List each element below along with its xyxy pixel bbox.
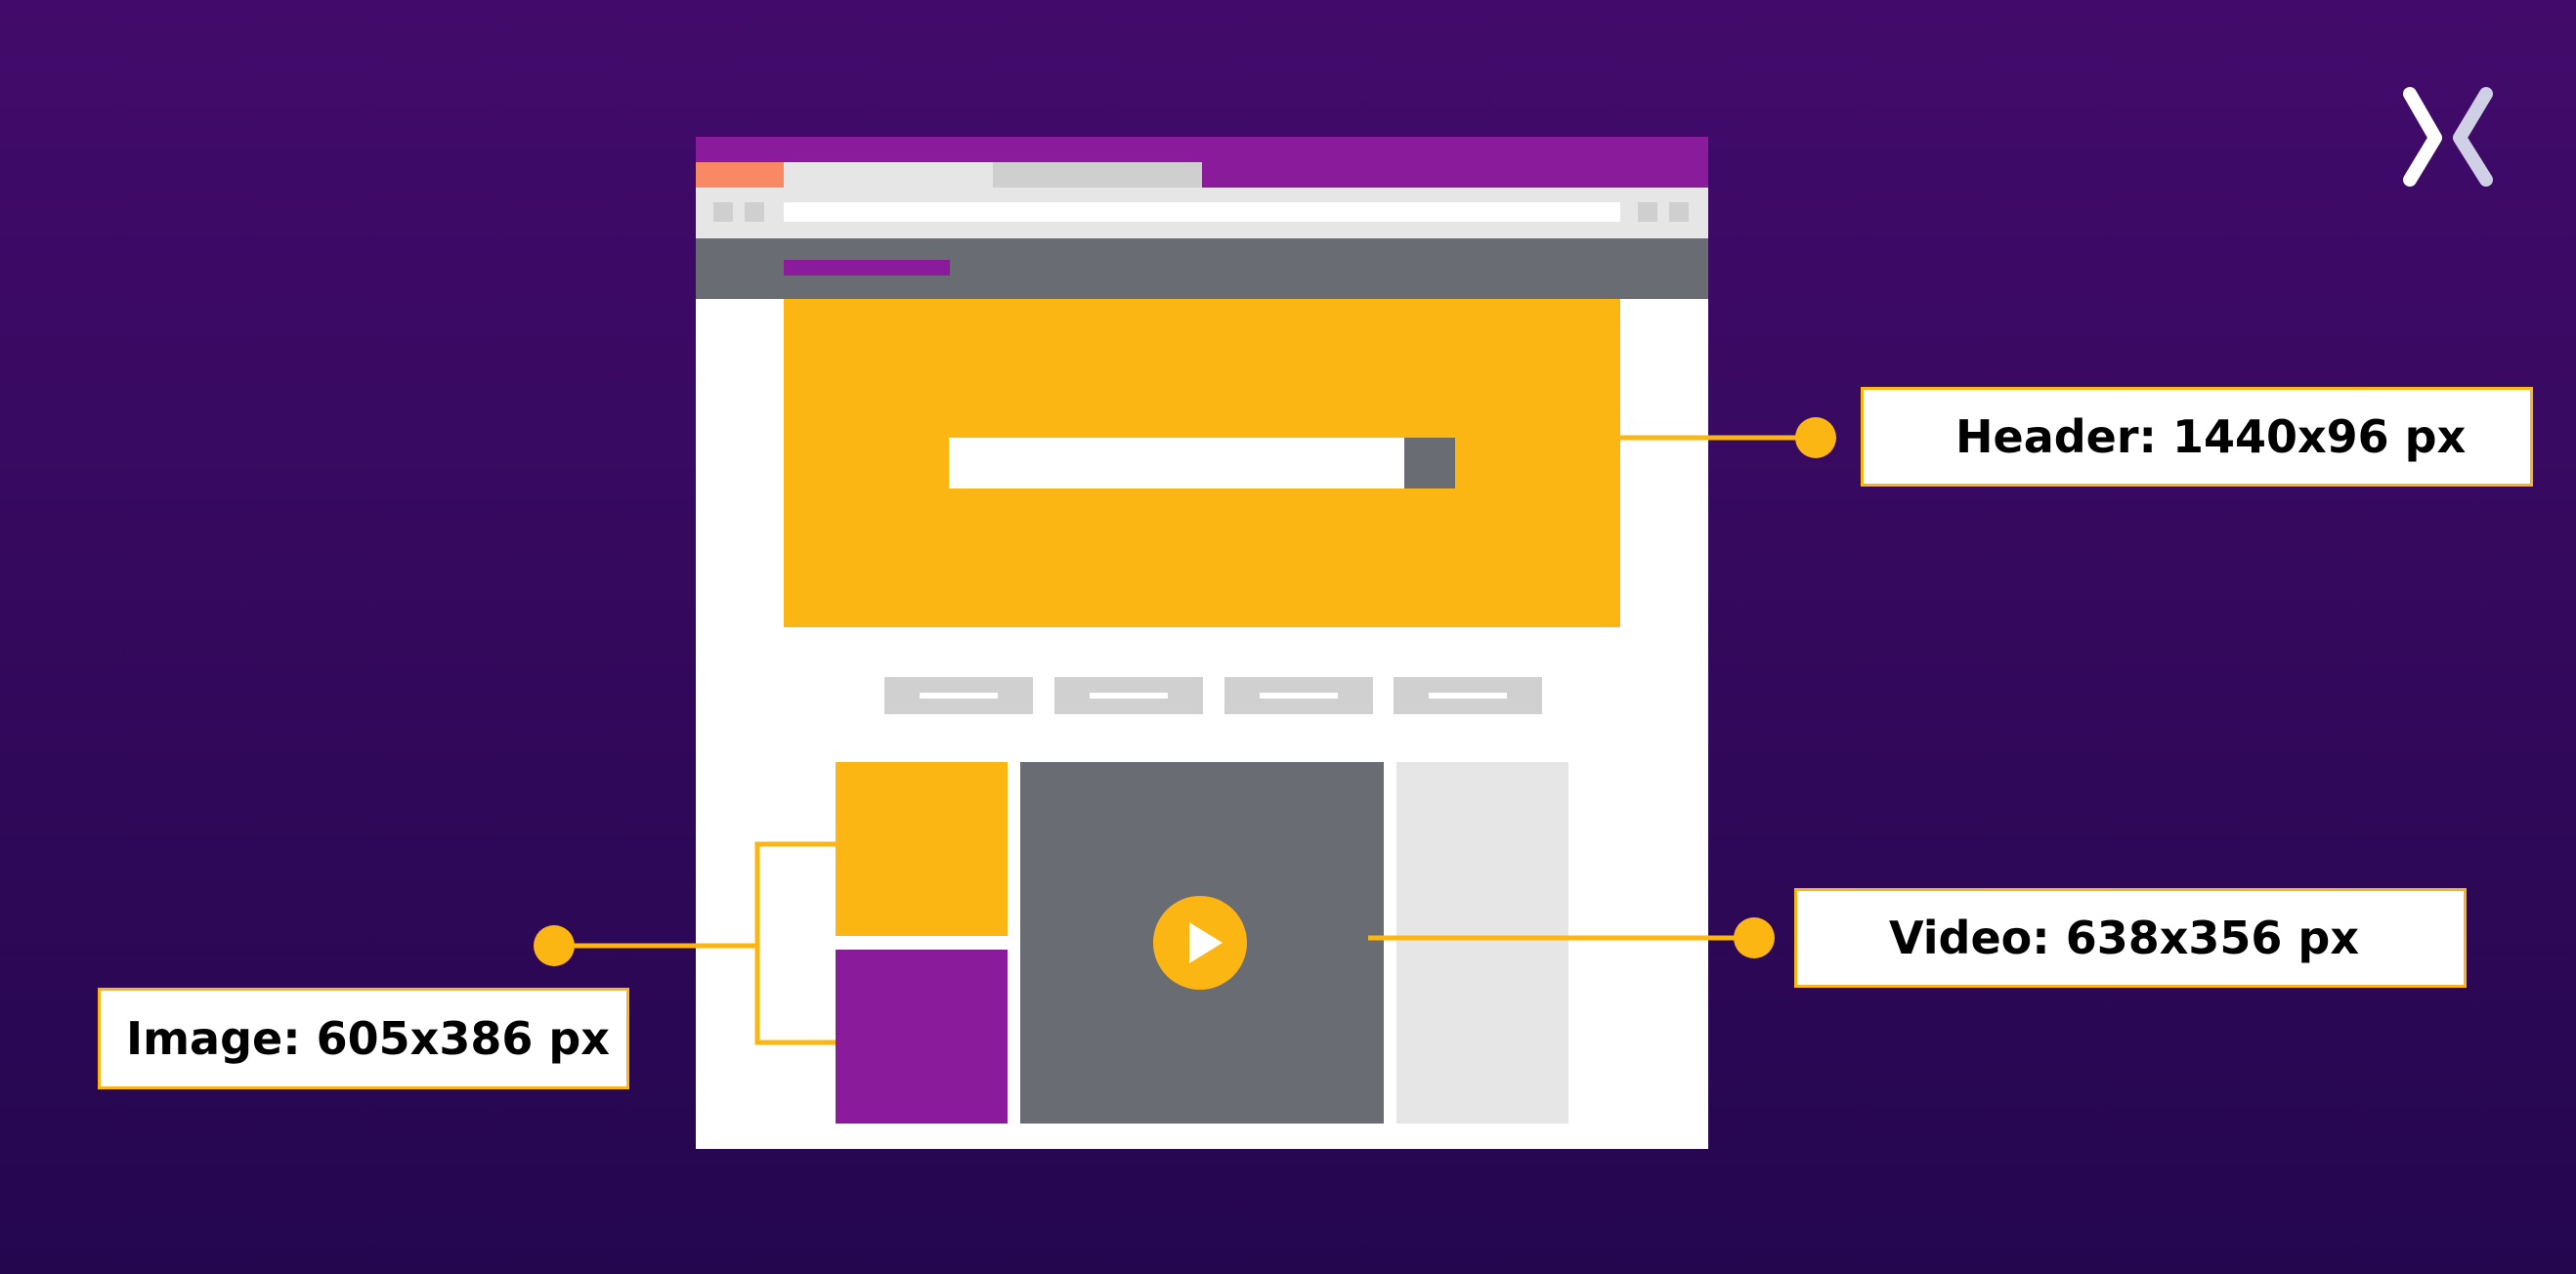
browser-tab: [993, 162, 1202, 188]
address-bar: [784, 202, 1620, 222]
search-input: [949, 438, 1404, 488]
toolbar-button: [1669, 202, 1689, 222]
forward-button: [745, 202, 764, 222]
image-connector-dot: [534, 925, 575, 966]
nav-button-label: [1260, 693, 1338, 699]
image-bracket: [754, 841, 836, 1045]
image-callout: Image: 605x386 px: [98, 988, 629, 1089]
search-button: [1404, 438, 1455, 488]
header-connector-dot: [1795, 417, 1836, 458]
content-grid: [836, 762, 1568, 1124]
nav-button-label: [1429, 693, 1507, 699]
back-button: [713, 202, 733, 222]
play-triangle: [1189, 922, 1223, 963]
connectors: [554, 435, 1816, 1045]
image-tile-yellow: [836, 762, 1008, 936]
logo-right-chevron: [2453, 87, 2493, 187]
browser-tab: [784, 162, 993, 188]
image-callout-label: Image: 605x386 px: [126, 1012, 610, 1065]
logo-left-chevron: [2403, 87, 2442, 187]
video-connector-dot: [1734, 917, 1775, 958]
connector-dots: [534, 417, 1836, 966]
header-section: [784, 299, 1620, 627]
site-logo-bar: [784, 260, 950, 276]
video-callout-label: Video: 638x356 px: [1889, 912, 2360, 964]
nav-button-label: [1090, 693, 1168, 699]
image-tile-purple: [836, 950, 1008, 1124]
video-callout: Video: 638x356 px: [1794, 888, 2467, 988]
toolbar-button: [1638, 202, 1657, 222]
nav-button-label: [920, 693, 998, 699]
header-callout: Header: 1440x96 px: [1861, 387, 2533, 487]
sidebar-tile: [1396, 762, 1568, 1124]
header-callout-label: Header: 1440x96 px: [1955, 410, 2467, 463]
x-logo-icon: [2403, 87, 2493, 187]
active-tab: [696, 162, 784, 188]
button-row: [884, 677, 1542, 714]
